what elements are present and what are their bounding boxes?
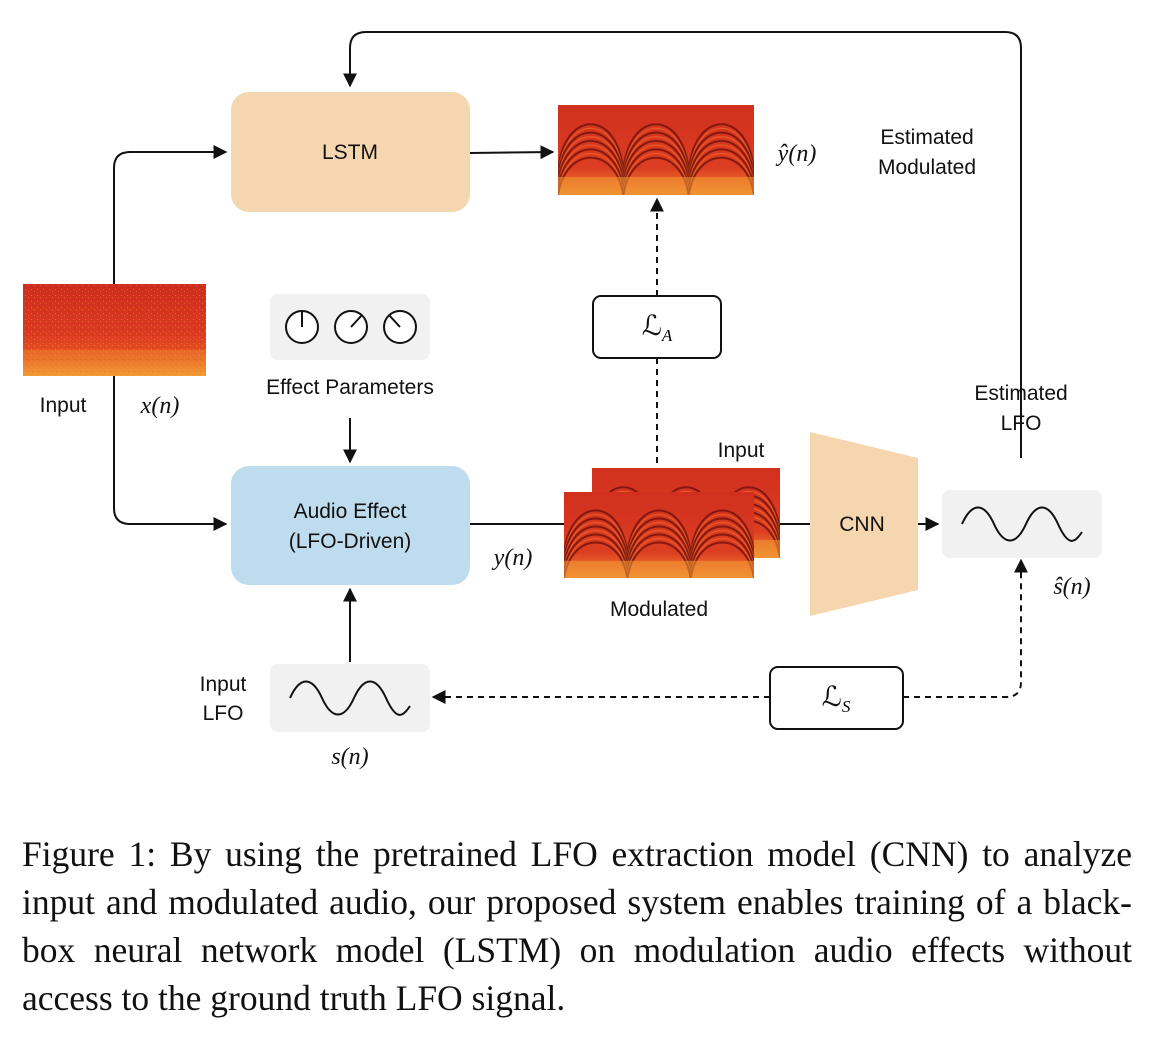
spectrogram-harmonic xyxy=(564,522,754,564)
knob-icon xyxy=(285,310,319,344)
sine-wave-icon xyxy=(289,680,411,716)
y-n-label: y(n) xyxy=(492,545,533,571)
estimated-lfo-panel xyxy=(942,490,1102,558)
s-hat-label: ŝ(n) xyxy=(1053,574,1090,600)
input-lfo-panel xyxy=(270,664,430,732)
spectrogram-harmonic xyxy=(564,517,754,561)
spectrogram-harmonic xyxy=(564,509,754,555)
estimated-lfo-label-line2: LFO xyxy=(1001,412,1042,435)
effect-parameters-panel xyxy=(270,294,430,360)
spectrogram-harmonic xyxy=(564,530,754,570)
spectrogram-low-band xyxy=(558,177,754,195)
cnn-label: CNN xyxy=(839,513,885,536)
input-to-lstm-arrow xyxy=(113,145,228,284)
spectrogram-harmonic xyxy=(564,538,754,576)
stack-front-spectrogram xyxy=(564,492,754,578)
x-n-label: x(n) xyxy=(140,393,180,419)
loss-a-label: ℒA xyxy=(642,311,673,345)
audio-effect-label-line2: (LFO-Driven) xyxy=(289,530,412,553)
spectrogram-harmonic xyxy=(564,541,754,578)
estimated-lfo-label-line1: Estimated xyxy=(974,382,1067,405)
spectrogram-harmonic xyxy=(558,140,754,184)
loss-a-box: ℒA xyxy=(592,295,722,359)
effect-parameters-label: Effect Parameters xyxy=(266,376,434,399)
spectrogram-harmonic xyxy=(592,486,780,533)
spectrogram-harmonic xyxy=(558,123,754,170)
estimated-modulated-spectrogram xyxy=(558,105,754,195)
spectrogram-harmonic xyxy=(558,148,754,190)
spectrogram-harmonic xyxy=(558,156,754,195)
input-spectrogram xyxy=(23,284,206,376)
spectrogram-harmonic xyxy=(592,490,780,537)
spectrogram-harmonic xyxy=(564,525,754,567)
y-hat-label: ŷ(n) xyxy=(776,141,817,167)
knob-icon xyxy=(383,310,417,344)
lstm-label: LSTM xyxy=(322,141,378,164)
knob-icon xyxy=(334,310,368,344)
audio-effect-label-line1: Audio Effect xyxy=(294,500,407,523)
spectrogram-harmonic xyxy=(558,153,754,193)
loss-s-box: ℒS xyxy=(769,666,904,730)
sine-wave-icon xyxy=(961,506,1083,542)
figure-caption: Figure 1: By using the pretrained LFO ex… xyxy=(22,834,1132,1018)
audio-effect-node: Audio Effect (LFO-Driven) xyxy=(231,466,470,585)
input-to-effect-arrow xyxy=(113,376,228,531)
stack-input-label: Input xyxy=(718,439,765,462)
input-lfo-label-line1: Input xyxy=(200,673,247,696)
spectrogram-harmonic xyxy=(558,131,754,177)
s-n-label: s(n) xyxy=(331,744,368,770)
loss-s-label: ℒS xyxy=(822,682,851,716)
system-diagram: LSTM Audio Effect (LFO-Driven) CNN xyxy=(23,31,1102,770)
spectrogram-harmonic xyxy=(558,127,754,174)
lstm-node: LSTM xyxy=(231,92,470,212)
estimated-modulated-label-line1: Estimated xyxy=(880,126,973,149)
modulated-stack xyxy=(564,468,780,578)
spectrogram-harmonic xyxy=(564,533,754,573)
spectrogram-low-band xyxy=(564,560,754,578)
cnn-node: CNN xyxy=(810,432,918,616)
input-label: Input xyxy=(40,394,87,417)
loss-s-to-estimate-arrow xyxy=(903,558,1028,698)
stack-modulated-label: Modulated xyxy=(610,598,708,621)
spectrogram-harmonic xyxy=(558,144,754,187)
input-lfo-label-line2: LFO xyxy=(203,702,244,725)
estimated-modulated-label-line2: Modulated xyxy=(878,156,976,179)
spectrogram-harmonic xyxy=(564,514,754,558)
feedback-arrow xyxy=(343,31,1022,458)
lstm-to-output-arrow xyxy=(469,145,555,160)
spectrogram-harmonic xyxy=(558,136,754,180)
